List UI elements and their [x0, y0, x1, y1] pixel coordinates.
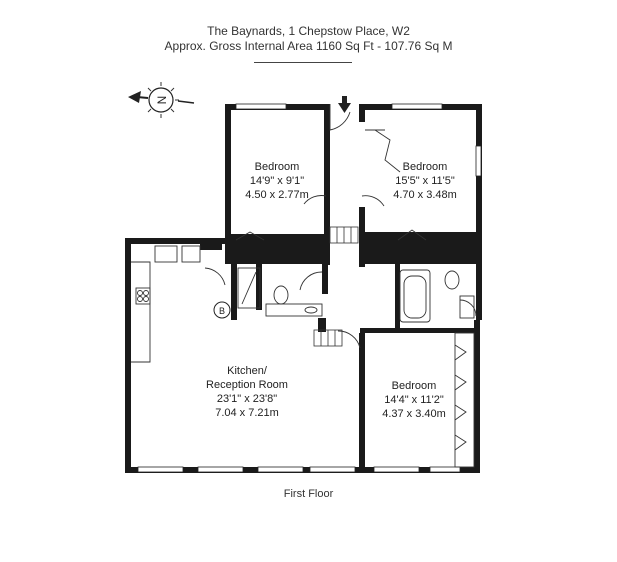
kitchen-metric: 7.04 x 7.21m	[215, 407, 279, 419]
bedroom-2-metric: 4.70 x 3.48m	[393, 189, 457, 201]
kitchen-name-2: Reception Room	[206, 379, 288, 391]
bedroom-2-imperial: 15'5" x 11'5"	[395, 175, 455, 187]
room-label-kitchen: Kitchen/ Reception Room 23'1" x 23'8" 7.…	[206, 365, 288, 419]
gross-internal-area: Approx. Gross Internal Area 1160 Sq Ft -…	[164, 39, 453, 53]
bathroom-fittings	[237, 267, 475, 323]
bath-icon	[399, 269, 431, 323]
kitchen-imperial: 23'1" x 23'8"	[217, 393, 277, 405]
entrance-arrow-icon	[338, 96, 351, 113]
windows	[137, 103, 482, 473]
stairs	[313, 226, 359, 347]
boiler-label: B	[219, 306, 225, 316]
boiler-icon: B	[213, 301, 231, 319]
title-block: The Baynards, 1 Chepstow Place, W2 Appro…	[0, 24, 617, 54]
floor-label: First Floor	[283, 488, 334, 500]
bedroom-2-name: Bedroom	[403, 161, 448, 173]
sink-icon	[154, 245, 178, 263]
basin-icon-2	[459, 295, 475, 319]
title-underline	[254, 62, 352, 63]
kitchen-name-1: Kitchen/	[227, 365, 268, 377]
property-address: The Baynards, 1 Chepstow Place, W2	[207, 24, 410, 38]
bedroom-3-name: Bedroom	[392, 380, 437, 392]
basin-icon	[304, 306, 318, 314]
room-label-bedroom-2: Bedroom 15'5" x 11'5" 4.70 x 3.48m	[393, 161, 457, 201]
compass-letter: N	[155, 96, 169, 105]
bedroom-3-metric: 4.37 x 3.40m	[382, 408, 446, 420]
toilet-icon-2	[444, 270, 460, 290]
bedroom-3-imperial: 14'4" x 11'2"	[384, 394, 444, 406]
kitchen-fittings	[131, 245, 201, 363]
compass-icon: N	[128, 82, 195, 118]
toilet-icon	[273, 285, 289, 305]
bedroom-1-metric: 4.50 x 2.77m	[245, 189, 309, 201]
room-label-bedroom-1: Bedroom 14'9" x 9'1" 4.50 x 2.77m	[245, 161, 309, 201]
bedroom-1-name: Bedroom	[255, 161, 300, 173]
door-swings	[204, 104, 477, 349]
shower-icon	[237, 267, 261, 309]
hob-icon	[135, 287, 151, 305]
wardrobes	[454, 332, 475, 468]
room-label-bedroom-3: Bedroom 14'4" x 11'2" 4.37 x 3.40m	[382, 380, 446, 420]
bedroom-1-imperial: 14'9" x 9'1"	[250, 175, 304, 187]
